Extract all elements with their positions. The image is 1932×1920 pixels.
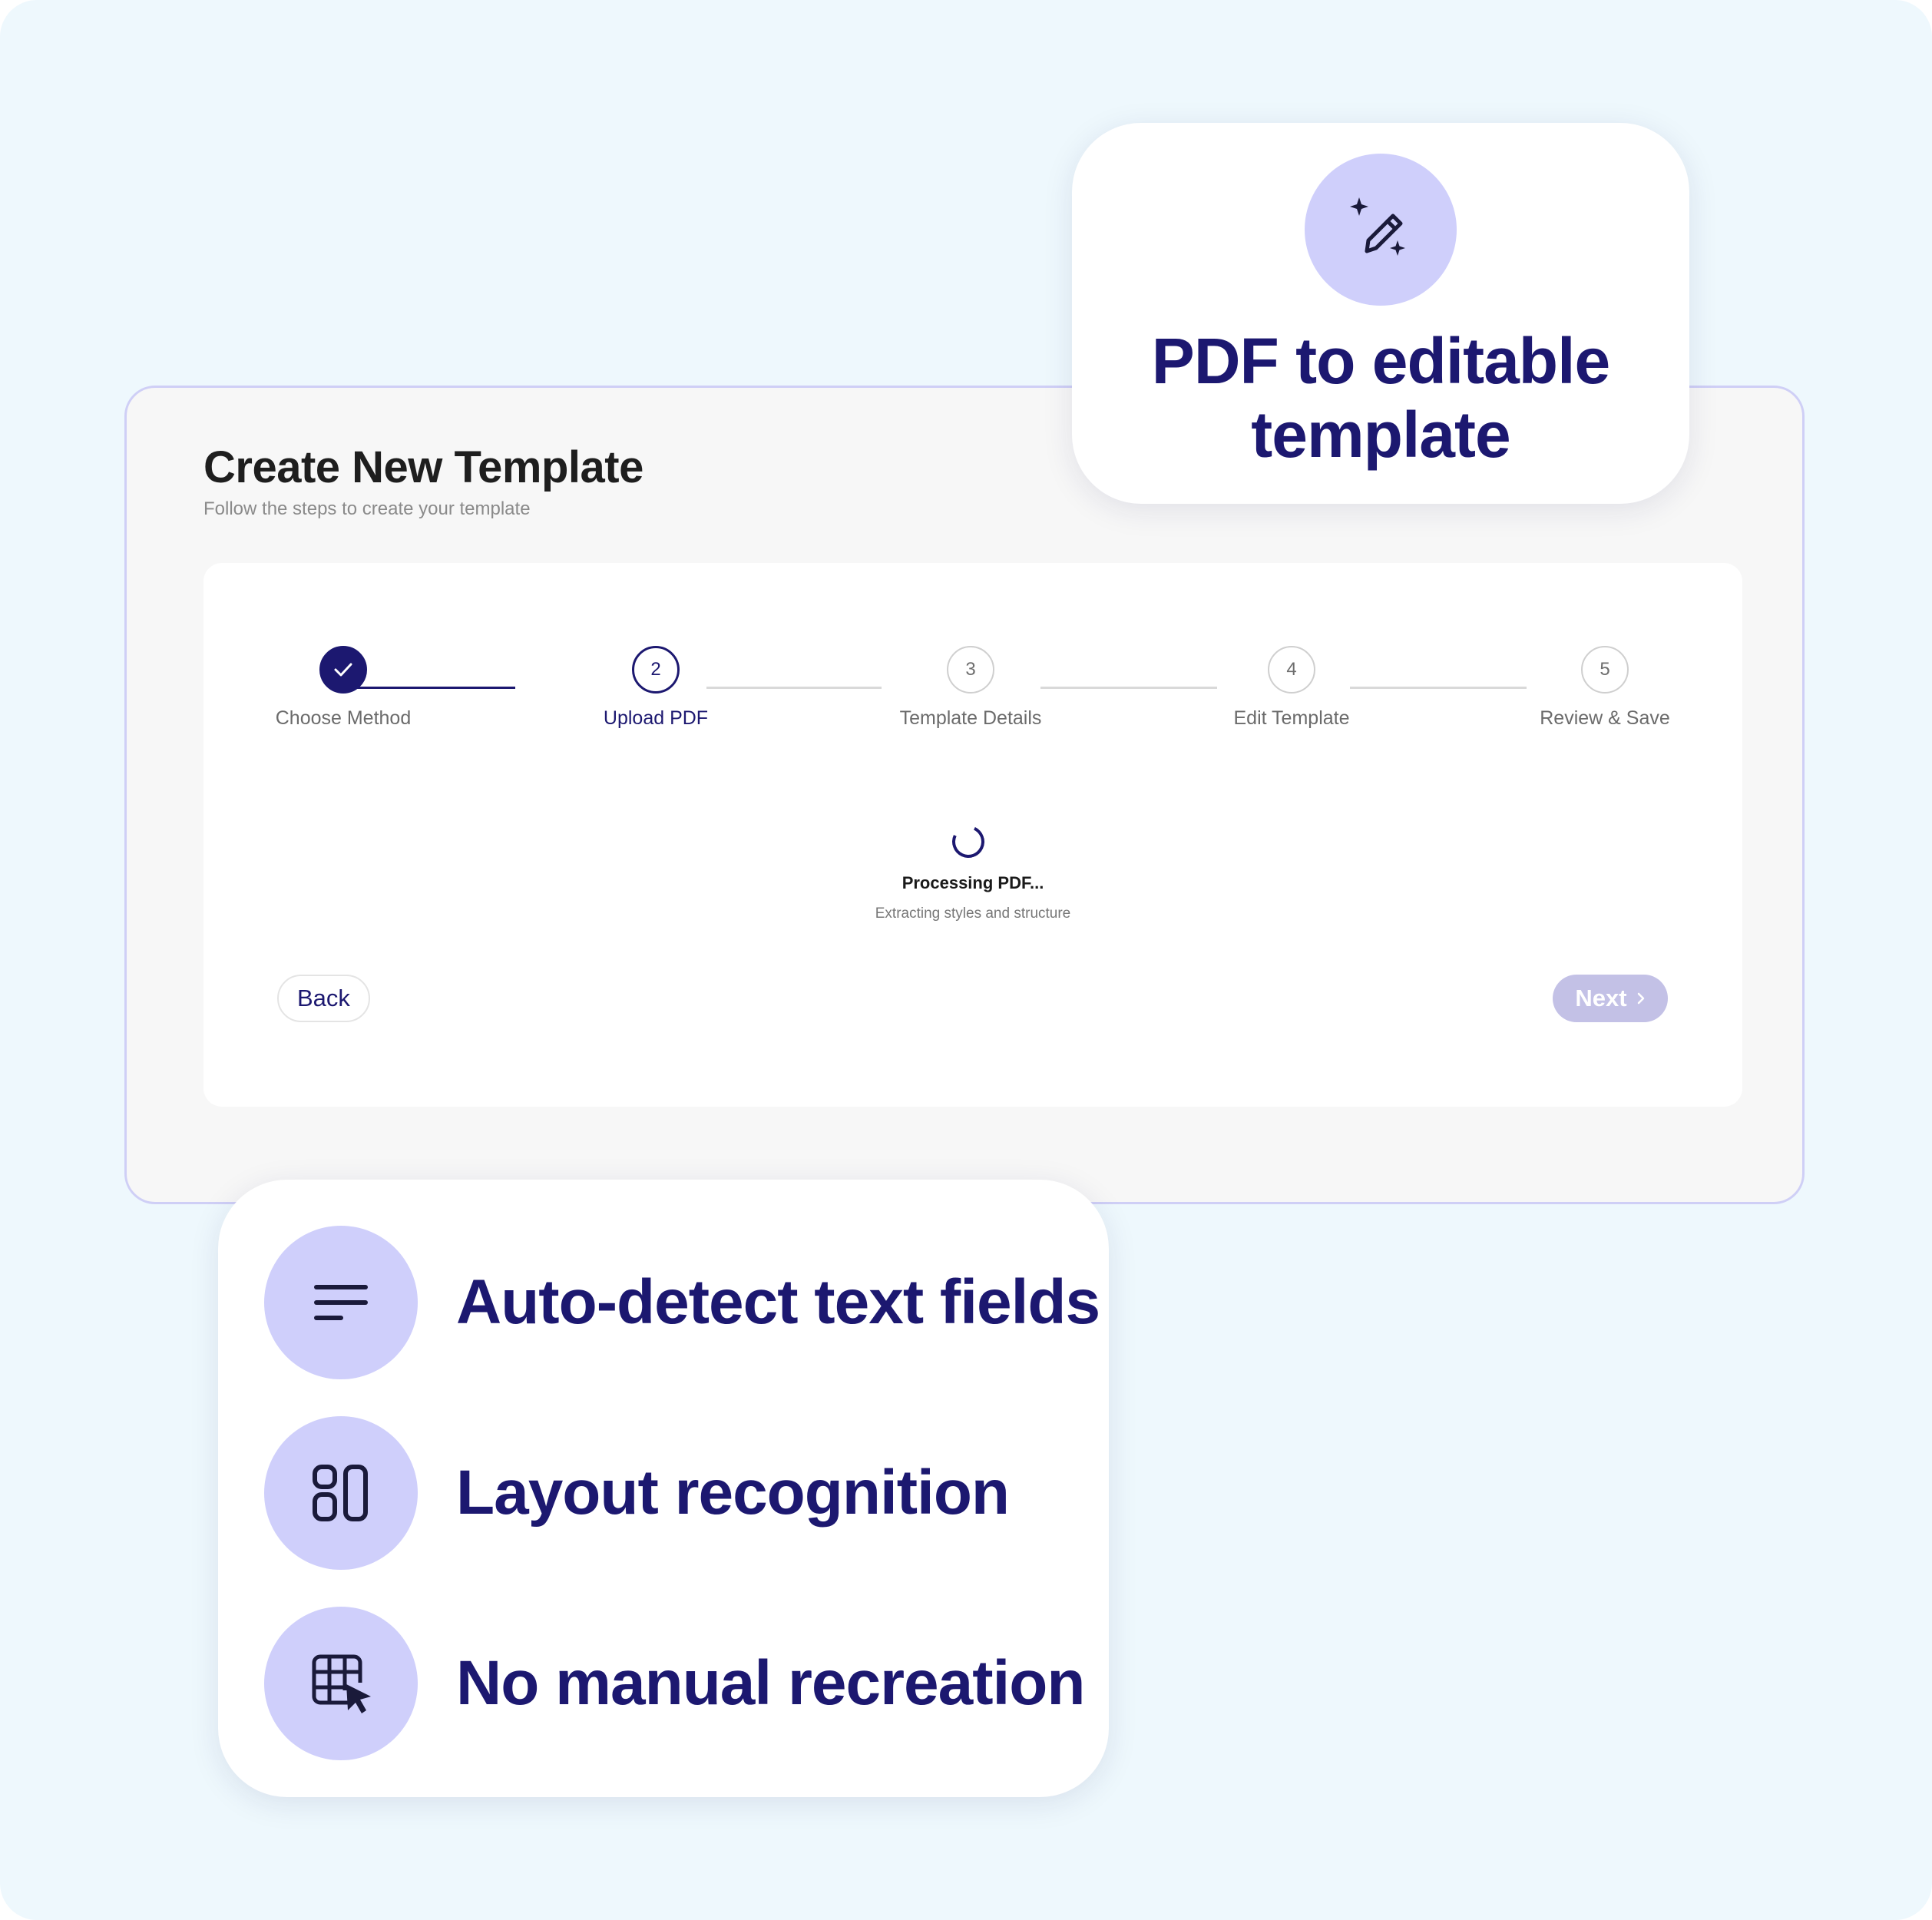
- feature-label: Auto-detect text fields: [456, 1267, 1100, 1337]
- check-icon: [334, 663, 352, 677]
- step-review-save[interactable]: 5 Review & Save: [1490, 646, 1720, 730]
- text-lines-icon: [314, 1285, 368, 1320]
- table-cursor-icon: [312, 1654, 371, 1713]
- step-circle-5: 5: [1581, 646, 1629, 694]
- page-title: Create New Template: [203, 442, 643, 492]
- wizard-card: Choose Method 2 Upload PDF 3 Template De…: [203, 563, 1742, 1107]
- feature-label: No manual recreation: [456, 1648, 1085, 1718]
- step-edit-template[interactable]: 4 Edit Template: [1176, 646, 1407, 730]
- layout-grid-icon: [313, 1465, 368, 1521]
- step-connector-3-4: [1040, 687, 1217, 689]
- step-circle-4: 4: [1268, 646, 1315, 694]
- features-card: Auto-detect text fields Layout recogniti…: [218, 1180, 1109, 1797]
- feature-icon-circle: [264, 1607, 418, 1760]
- feature-item: Auto-detect text fields: [264, 1226, 1100, 1379]
- step-label: Choose Method: [275, 707, 412, 729]
- step-connector-4-5: [1350, 687, 1527, 689]
- highlight-headline: PDF to editable template: [1072, 324, 1689, 472]
- step-connector-2-3: [706, 687, 882, 689]
- step-circle-3: 3: [947, 646, 994, 694]
- next-button[interactable]: Next: [1553, 975, 1668, 1022]
- highlight-card: PDF to editable template: [1072, 123, 1689, 504]
- processing-subtitle: Extracting styles and structure: [875, 905, 1071, 922]
- feature-item: Layout recognition: [264, 1416, 1093, 1570]
- step-template-details[interactable]: 3 Template Details: [855, 646, 1086, 730]
- step-upload-pdf[interactable]: 2 Upload PDF: [541, 646, 771, 730]
- feature-icon-circle: [264, 1226, 418, 1379]
- step-circle-2: 2: [632, 646, 680, 694]
- feature-label: Layout recognition: [456, 1458, 1010, 1528]
- back-button[interactable]: Back: [277, 975, 370, 1022]
- step-label: Edit Template: [1233, 707, 1350, 729]
- create-template-window: Create New Template Follow the steps to …: [124, 386, 1805, 1204]
- loading-spinner-icon: [948, 821, 989, 862]
- next-button-label: Next: [1575, 985, 1627, 1011]
- step-label: Upload PDF: [603, 707, 709, 729]
- highlight-headline-line1: PDF to editable: [1151, 325, 1610, 397]
- magic-pencil-icon: [1350, 197, 1405, 256]
- step-label: Review & Save: [1540, 707, 1670, 729]
- chevron-right-icon: [1637, 992, 1644, 1005]
- step-connector-1-2: [340, 687, 515, 689]
- step-circle-1: [319, 646, 367, 694]
- page-subtitle: Follow the steps to create your template: [203, 498, 531, 519]
- processing-title: Processing PDF...: [901, 873, 1044, 892]
- highlight-icon-circle: [1305, 154, 1457, 306]
- highlight-headline-line2: template: [1251, 399, 1510, 471]
- step-label: Template Details: [899, 707, 1042, 729]
- feature-icon-circle: [264, 1416, 418, 1570]
- feature-item: No manual recreation: [264, 1607, 1093, 1760]
- step-choose-method[interactable]: Choose Method: [228, 646, 458, 730]
